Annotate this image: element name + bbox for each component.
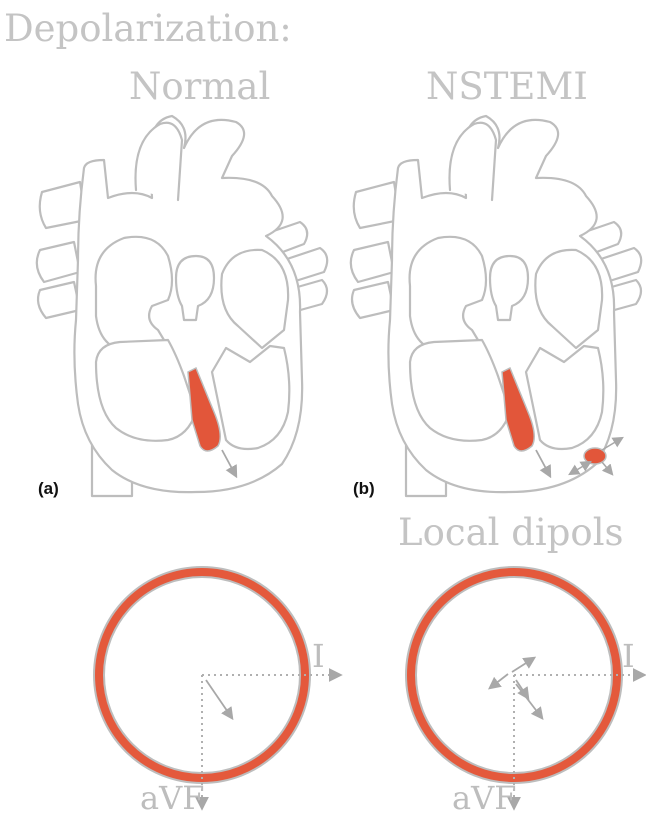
vector-circle-normal <box>99 572 340 808</box>
dipole-vector-1 <box>490 674 508 688</box>
heart-nstemi <box>351 116 641 496</box>
dipole-vector-2 <box>512 658 534 672</box>
heart-normal <box>37 116 327 496</box>
mean-vector-nstemi <box>516 684 542 718</box>
axis-label-aVF-normal: aVF <box>140 782 204 814</box>
vector-circle-nstemi <box>411 572 644 808</box>
axis-label-aVF-nstemi: aVF <box>452 782 516 814</box>
axis-label-I-nstemi: I <box>622 640 635 672</box>
dipole-vector-3 <box>516 680 528 698</box>
mean-vector-normal <box>206 680 232 718</box>
local-dipole-arrow-3 <box>602 462 612 474</box>
axis-label-I-normal: I <box>312 640 325 672</box>
